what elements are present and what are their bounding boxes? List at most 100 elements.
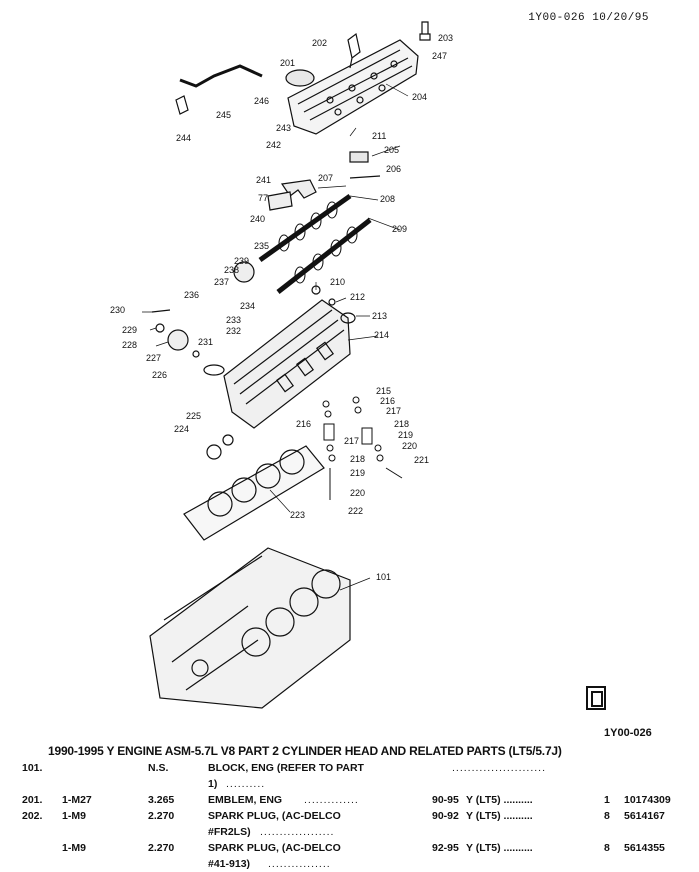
group-number: 1-M9 [62, 842, 86, 854]
callout-label: 235 [254, 241, 269, 251]
callout-label: 246 [254, 96, 269, 106]
years: 90-92 [432, 810, 459, 822]
leader-dots: ........................ [452, 762, 547, 774]
leader-dots: ................... [260, 826, 335, 838]
callout-label: 220 [402, 441, 417, 451]
ns-code: 2.270 [148, 810, 175, 822]
callout-label: 216 [296, 419, 311, 429]
callout-label: 217 [344, 436, 359, 446]
callout-label: 214 [374, 330, 389, 340]
parts-list-row: 202. 1-M9 2.270 SPARK PLUG, (AC-DELCO 90… [0, 808, 699, 824]
parts-list-row: #41-913) ................ [0, 856, 699, 872]
leader-dots: .............. [304, 794, 359, 806]
callout-label: 228 [122, 340, 137, 350]
description: #41-913) [208, 858, 251, 870]
callout-label: 212 [350, 292, 365, 302]
callout-label: 240 [250, 214, 265, 224]
usage: Y (LT5) .......... [466, 794, 533, 806]
quantity: 8 [604, 842, 610, 854]
callout-label: 210 [330, 277, 345, 287]
description: EMBLEM, ENG [208, 794, 283, 806]
description: SPARK PLUG, (AC-DELCO [208, 842, 341, 854]
ns-code: 3.265 [148, 794, 175, 806]
group-number: 1-M9 [62, 810, 86, 822]
part-number: 5614355 [624, 842, 665, 854]
callout-label: 241 [256, 175, 271, 185]
seal-part-206 [349, 175, 381, 179]
callout-label: 218 [394, 419, 409, 429]
callout-label: 206 [386, 164, 401, 174]
callout-label: 101 [376, 572, 391, 582]
callout-label: 219 [350, 468, 365, 478]
page-title: 1990-1995 Y ENGINE ASM-5.7L V8 PART 2 CY… [48, 744, 562, 758]
callout-label: 236 [184, 290, 199, 300]
cam-sprocket-drawing [233, 261, 255, 283]
callout-label: 215 [376, 386, 391, 396]
parts-list-row: 201. 1-M27 3.265 EMBLEM, ENG ...........… [0, 792, 699, 808]
callout-label: 201 [280, 58, 295, 68]
callout-label: 219 [398, 430, 413, 440]
parts-list-row: 1) .......... [0, 776, 699, 792]
engine-block-drawing [149, 547, 351, 709]
plug-224-drawing [206, 444, 222, 460]
leader-dots: ................ [268, 858, 331, 870]
part-number: 10174309 [624, 794, 671, 806]
callout-label: 222 [348, 506, 363, 516]
callout-label: 221 [414, 455, 429, 465]
breather-tube-drawing [179, 64, 263, 88]
cam-bearing-drawing [267, 191, 293, 211]
block-part-205 [349, 151, 369, 163]
callout-label: 224 [174, 424, 189, 434]
callout-label: 77 [258, 193, 268, 203]
callout-label: 223 [290, 510, 305, 520]
description: #FR2LS) [208, 826, 251, 838]
callout-label: 205 [384, 145, 399, 155]
years: 92-95 [432, 842, 459, 854]
callout-label: 247 [432, 51, 447, 61]
valve-train-drawing [322, 396, 403, 500]
description: BLOCK, ENG (REFER TO PART [208, 762, 364, 774]
description: 1) [208, 778, 218, 790]
quantity: 8 [604, 810, 610, 822]
cylinder-head-drawing [223, 299, 351, 429]
callout-label: 208 [380, 194, 395, 204]
callout-label: 207 [318, 173, 333, 183]
callout-label: 218 [350, 454, 365, 464]
callout-label: 232 [226, 326, 241, 336]
years: 90-95 [432, 794, 459, 806]
parts-list-row: 1-M9 2.270 SPARK PLUG, (AC-DELCO 92-95 Y… [0, 840, 699, 856]
item-number: 201. [22, 794, 43, 806]
description: SPARK PLUG, (AC-DELCO [208, 810, 341, 822]
callout-label: 213 [372, 311, 387, 321]
callout-label: 245 [216, 110, 231, 120]
ns-code: N.S. [148, 762, 169, 774]
document-code-date: 1Y00-026 10/20/95 [528, 12, 649, 24]
usage: Y (LT5) .......... [466, 842, 533, 854]
callout-label: 227 [146, 353, 161, 363]
callout-label: 233 [226, 315, 241, 325]
bolt-drawing [419, 21, 431, 41]
callout-label: 234 [240, 301, 255, 311]
camshaft-upper-drawing [258, 193, 352, 263]
valve-cover-drawing [287, 39, 419, 135]
camshaft-lower-drawing [276, 218, 372, 294]
leader-dots: .......... [226, 778, 266, 790]
parts-list-row: 101. N.S. BLOCK, ENG (REFER TO PART ....… [0, 760, 699, 776]
callout-label: 239 [234, 256, 249, 266]
callout-label: 229 [122, 325, 137, 335]
callout-label: 231 [198, 337, 213, 347]
callout-label: 202 [312, 38, 327, 48]
head-gasket-drawing [183, 445, 325, 541]
item-number: 101. [22, 762, 43, 774]
usage: Y (LT5) .......... [466, 810, 533, 822]
callout-label: 211 [372, 131, 386, 141]
sensor-226-drawing [203, 364, 225, 376]
emblem-drawing [285, 69, 315, 87]
item-number: 202. [22, 810, 43, 822]
group-number: 1-M27 [62, 794, 92, 806]
parts-list-row: #FR2LS) ................... [0, 824, 699, 840]
part-number: 5614167 [624, 810, 665, 822]
callout-label: 237 [214, 277, 229, 287]
quantity: 1 [604, 794, 610, 806]
